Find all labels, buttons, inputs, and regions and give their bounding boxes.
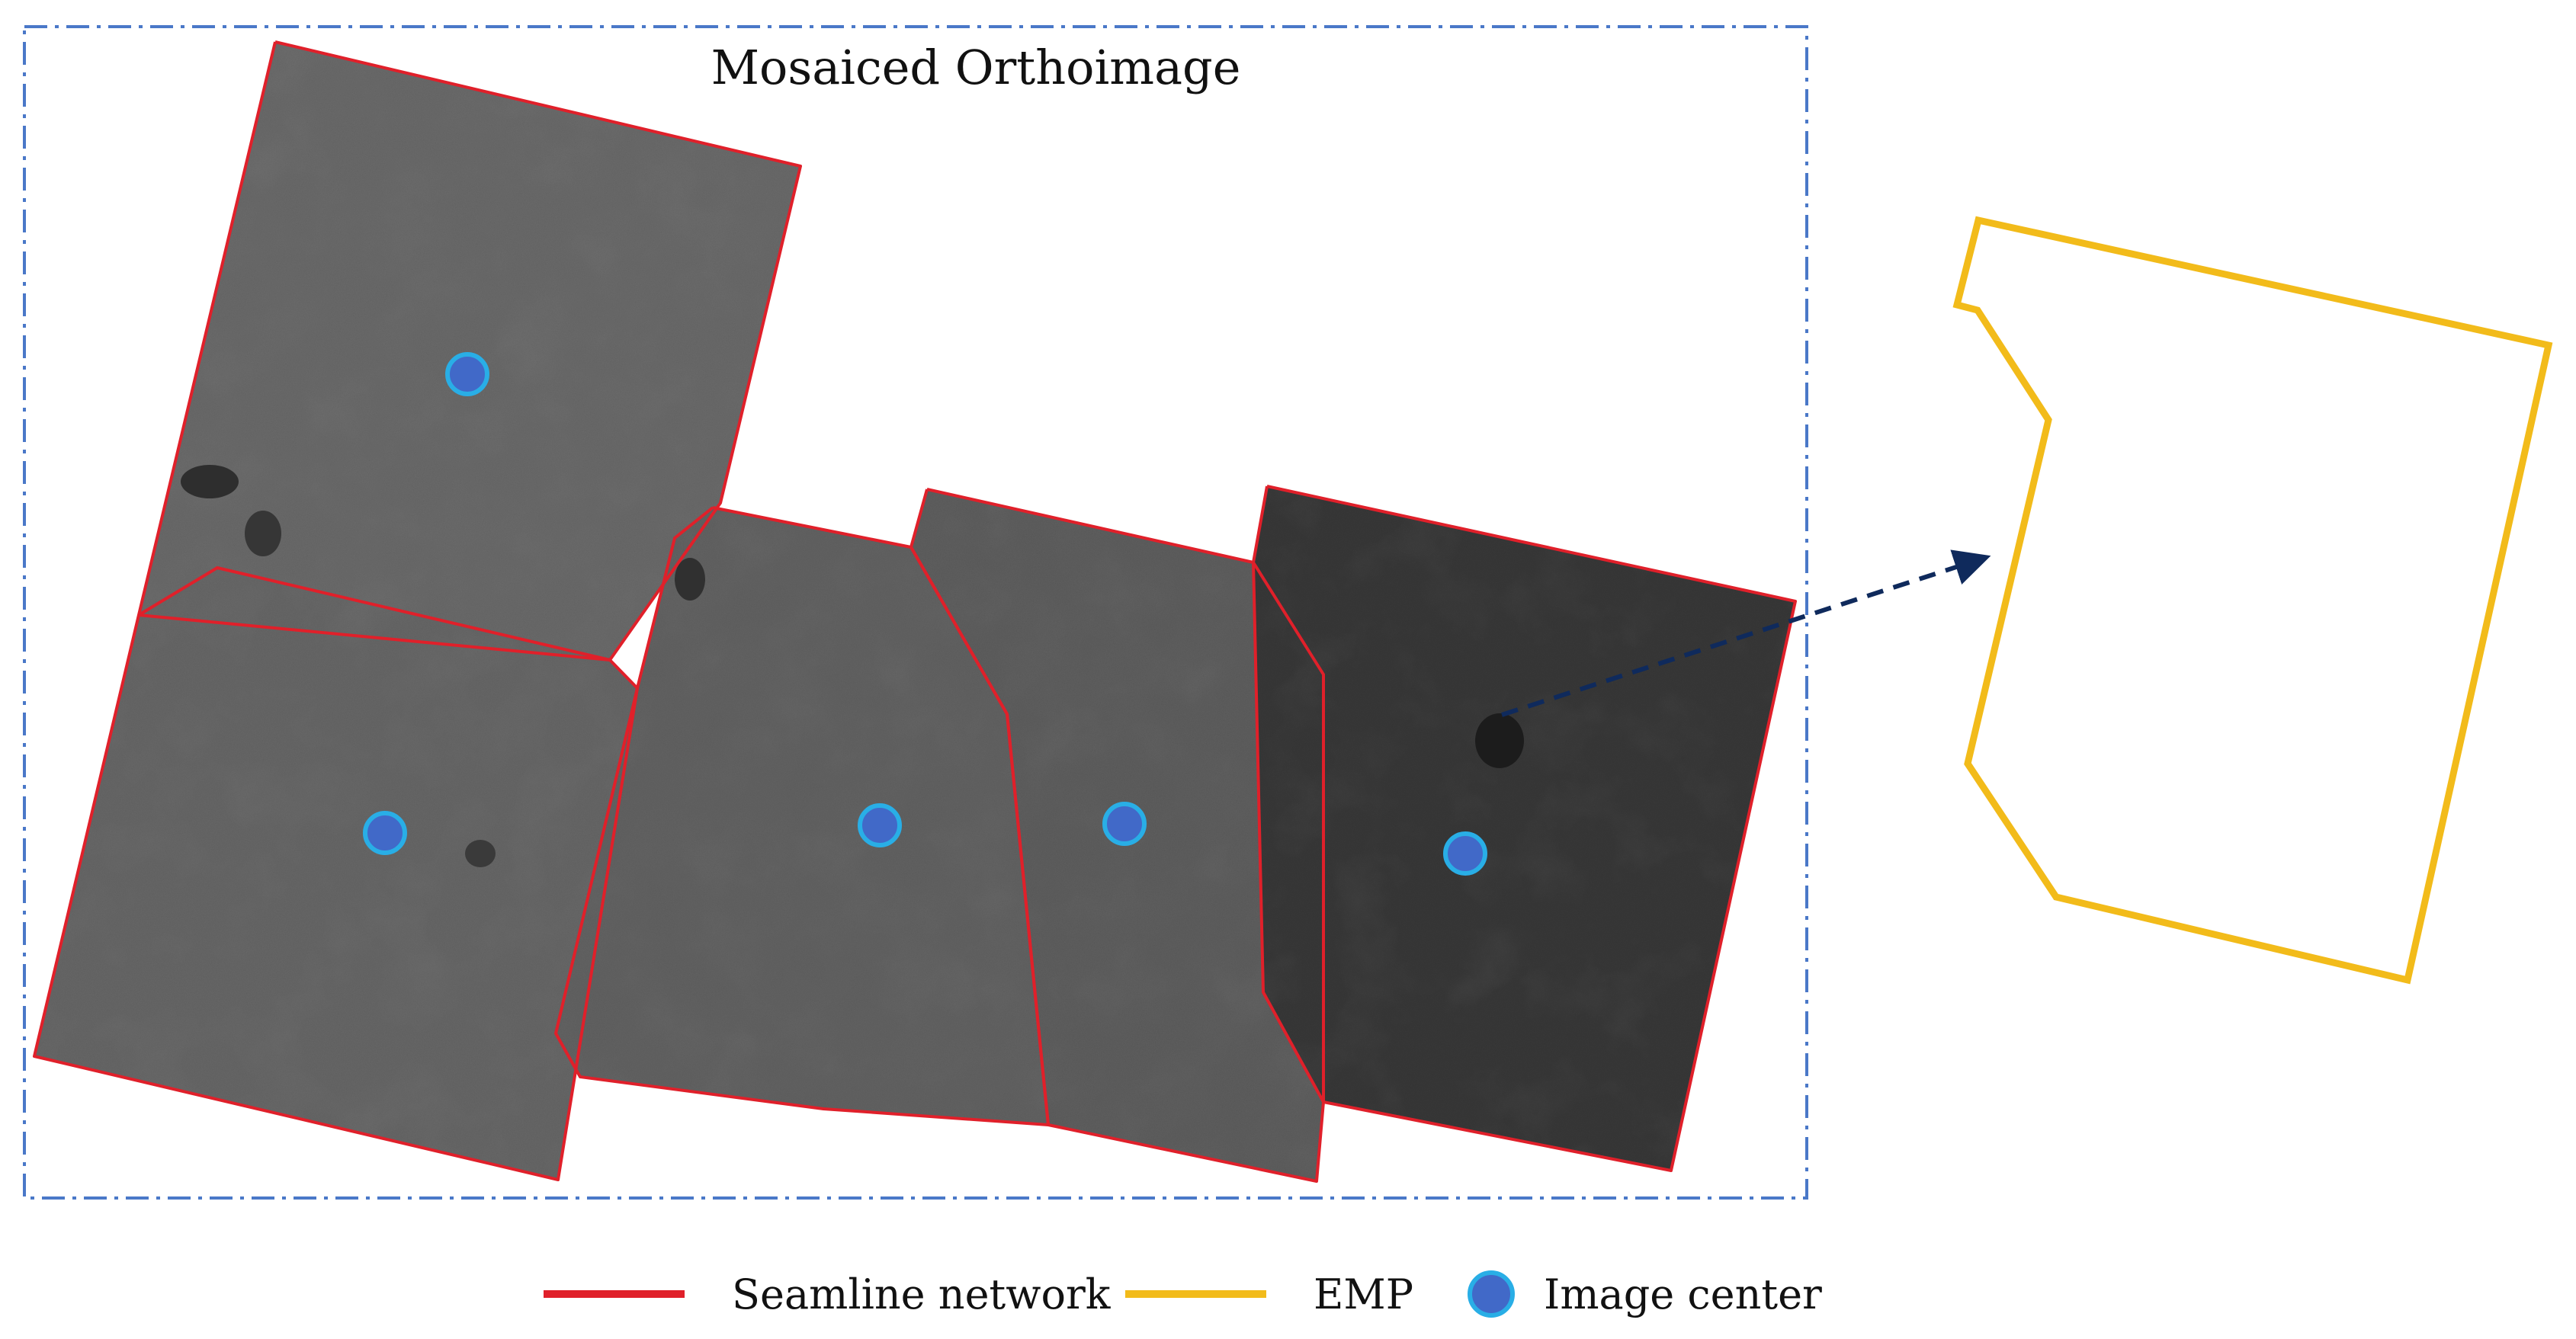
image-center-dot-icon <box>1102 802 1147 846</box>
legend-label-emp: EMP <box>1314 1270 1414 1318</box>
image-center-dot-icon <box>1468 1270 1515 1318</box>
legend-item-emp: EMP <box>1125 1256 1413 1332</box>
legend-label-center: Image center <box>1544 1270 1822 1318</box>
dashed-arrow-icon <box>1501 549 1991 717</box>
orthoimage-tiles <box>34 42 1795 1181</box>
legend: Seamline network EMP Image center <box>0 1256 2576 1332</box>
emp-swatch-icon <box>1125 1290 1266 1298</box>
image-center-dot-icon <box>1443 831 1487 876</box>
seamline-tile-center-right <box>909 488 1325 1183</box>
image-center-dot-icon <box>445 352 489 396</box>
legend-item-seamline: Seamline network <box>544 1256 1111 1332</box>
seamline-swatch-icon <box>544 1290 685 1298</box>
image-center-dot-icon <box>858 803 902 847</box>
legend-item-center: Image center <box>1468 1256 1822 1332</box>
emp-polygon <box>1952 216 2553 985</box>
seamline-network <box>33 40 1797 1183</box>
mosaic-boundary-frame <box>23 25 1808 1200</box>
seamline-tile-right <box>1252 485 1797 1172</box>
legend-label-seamline: Seamline network <box>732 1270 1111 1318</box>
image-center-dot-icon <box>363 811 407 855</box>
image-centers <box>363 352 1487 876</box>
mosaic-title: Mosaiced Orthoimage <box>711 40 1241 95</box>
